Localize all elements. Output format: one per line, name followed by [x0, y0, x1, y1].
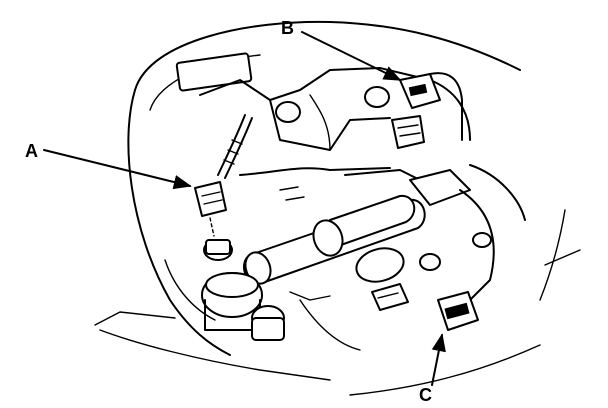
upper-bracket: [175, 52, 471, 151]
callout-label-b: B: [281, 18, 294, 38]
engine-block-outline: [94, 20, 581, 396]
lower-components: [201, 247, 441, 351]
connector-c: [437, 164, 526, 331]
callout-arrows: [43, 31, 446, 386]
connector-a: [194, 181, 233, 261]
callout-label-c: C: [419, 385, 432, 405]
fuel-rail: [243, 169, 471, 285]
wire-harness-left: [217, 114, 391, 201]
connector-b: [391, 72, 463, 149]
callout-label-a: A: [25, 141, 38, 161]
